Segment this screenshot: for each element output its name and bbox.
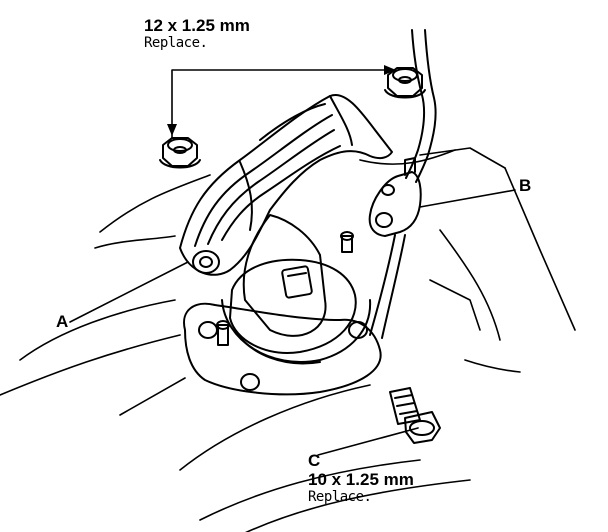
bracket-hole-a bbox=[192, 250, 220, 274]
flange-bolt-c bbox=[389, 387, 441, 444]
leader-lines bbox=[69, 69, 516, 456]
mount-bracket bbox=[179, 93, 393, 276]
flange-nut-right bbox=[384, 67, 426, 99]
cable bbox=[405, 29, 437, 183]
leader-b bbox=[419, 189, 516, 208]
callout-top-nuts-spec: 12 x 1.25 mm bbox=[144, 16, 250, 35]
body-outline bbox=[0, 147, 576, 532]
arrowheads bbox=[167, 65, 396, 136]
studs bbox=[216, 231, 354, 346]
mount-base-plate bbox=[183, 302, 382, 396]
callout-c: C 10 x 1.25 mm Replace. bbox=[308, 451, 414, 505]
mount-housing bbox=[221, 214, 372, 365]
callout-top-nuts: 12 x 1.25 mm Replace. bbox=[144, 16, 250, 52]
callout-top-nuts-note: Replace. bbox=[144, 35, 208, 51]
callout-c-spec: 10 x 1.25 mm bbox=[308, 470, 414, 489]
leader-c bbox=[317, 427, 419, 456]
callout-a-label: A bbox=[56, 312, 69, 331]
callout-b-label: B bbox=[519, 176, 532, 195]
callout-c-note: Replace. bbox=[308, 489, 372, 505]
callout-c-label: C bbox=[308, 451, 321, 470]
leader-top-nuts bbox=[171, 69, 393, 139]
leader-a bbox=[69, 261, 189, 323]
support-rod bbox=[369, 234, 406, 339]
flange-nut-left bbox=[159, 137, 201, 169]
bracket-b bbox=[368, 157, 422, 237]
